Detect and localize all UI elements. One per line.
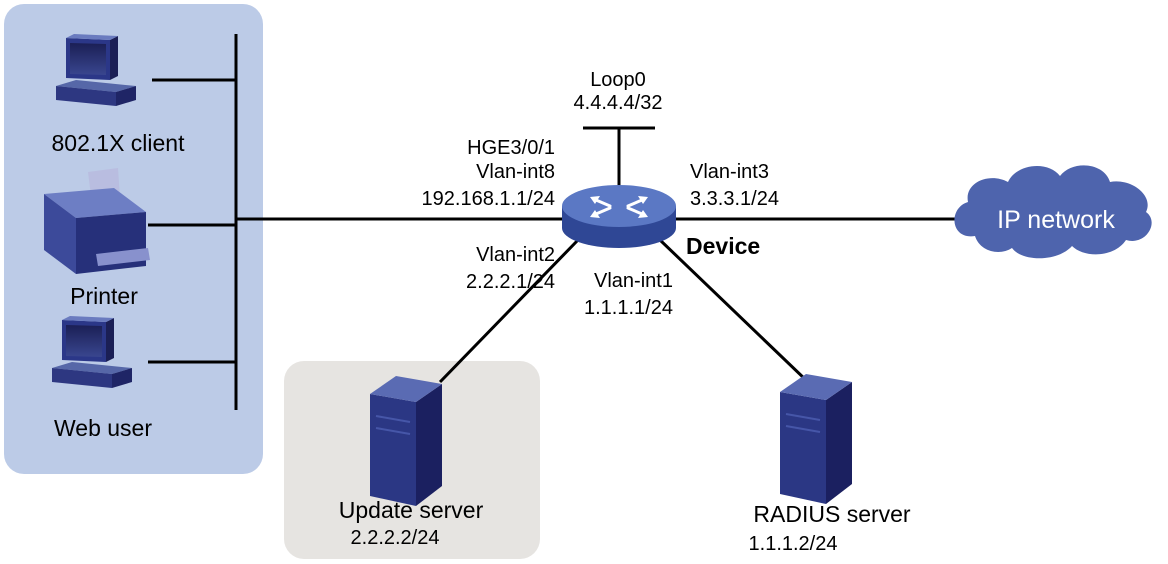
radius-server-icon bbox=[780, 374, 852, 504]
radius-server-ip: 1.1.1.2/24 bbox=[748, 533, 838, 555]
web-user-label: Web user bbox=[53, 415, 153, 441]
cloud-label: IP network bbox=[997, 206, 1115, 234]
printer-icon bbox=[44, 168, 150, 274]
if2-vlan: Vlan-int2 bbox=[476, 244, 555, 266]
if1-ip: 1.1.1.1/24 bbox=[584, 297, 673, 319]
update-server-ip: 2.2.2.2/24 bbox=[350, 527, 440, 549]
if3-ip: 3.3.3.1/24 bbox=[690, 188, 779, 210]
radius-server-name: RADIUS server bbox=[753, 501, 911, 527]
device-router-icon bbox=[562, 185, 676, 248]
pc-client-icon bbox=[56, 34, 136, 106]
links bbox=[148, 34, 960, 410]
if8-vlan: Vlan-int8 bbox=[476, 161, 555, 183]
link-device-update-server bbox=[438, 238, 580, 384]
loopback-ip: 4.4.4.4/32 bbox=[573, 92, 663, 114]
pc-webuser-icon bbox=[52, 316, 132, 388]
if8-port: HGE3/0/1 bbox=[467, 137, 555, 159]
update-server-name: Update server bbox=[338, 497, 484, 523]
update-server-icon bbox=[370, 376, 442, 506]
if3-vlan: Vlan-int3 bbox=[690, 161, 769, 183]
if8-ip: 192.168.1.1/24 bbox=[421, 188, 555, 210]
link-device-radius-server bbox=[658, 238, 810, 384]
client-label: 802.1X client bbox=[51, 130, 185, 156]
if2-ip: 2.2.2.1/24 bbox=[466, 271, 555, 293]
device-label: Device bbox=[686, 233, 761, 259]
if1-vlan: Vlan-int1 bbox=[594, 270, 673, 292]
cloud-icon bbox=[954, 165, 1152, 259]
loopback-name: Loop0 bbox=[590, 69, 646, 91]
printer-label: Printer bbox=[70, 283, 138, 309]
